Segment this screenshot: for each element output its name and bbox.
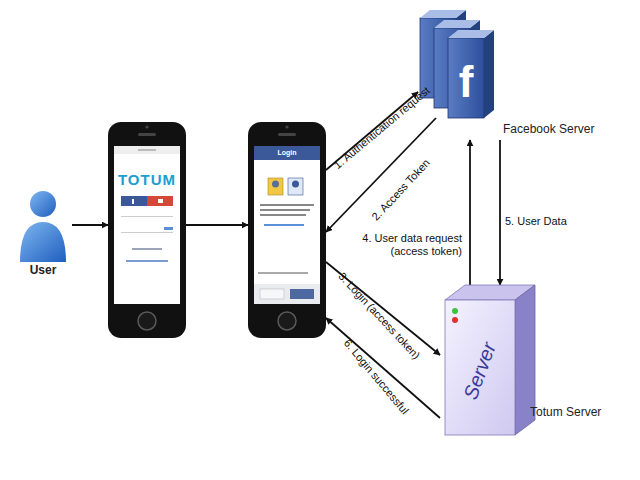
step-label: 2. Access Token [369, 157, 433, 224]
phone-node: Login [248, 122, 326, 338]
server-label: Totum Server [530, 406, 601, 420]
flow-arrow [186, 224, 248, 226]
server-box [445, 285, 535, 435]
app-logo-text: TOTUM [118, 171, 176, 188]
step-label: 1. Authentication request [331, 84, 432, 172]
step-label: 5. User Data [505, 215, 575, 228]
flow-arrow [326, 318, 440, 418]
server-face-text: Server [459, 339, 501, 402]
user-node: User [14, 185, 72, 280]
logo-letter: f [459, 57, 474, 108]
step-label: 4. User data request (access token) [352, 232, 462, 258]
user-icon [20, 191, 66, 262]
facebook-server-logo [420, 10, 494, 118]
user-label: User [30, 264, 57, 278]
server-label: Facebook Server [503, 123, 594, 137]
flow-arrow [499, 140, 501, 285]
flow-arrow [469, 140, 471, 285]
phone-login [108, 122, 186, 338]
flow-arrow [72, 224, 108, 226]
phone-node: TOTUM [108, 122, 186, 338]
dialog-title: Login [277, 149, 296, 157]
totum-server-node: ServerTotum Server [440, 285, 600, 440]
phone-facebook-dialog [248, 122, 326, 338]
facebook-server-node: fFacebook Server [415, 10, 600, 140]
